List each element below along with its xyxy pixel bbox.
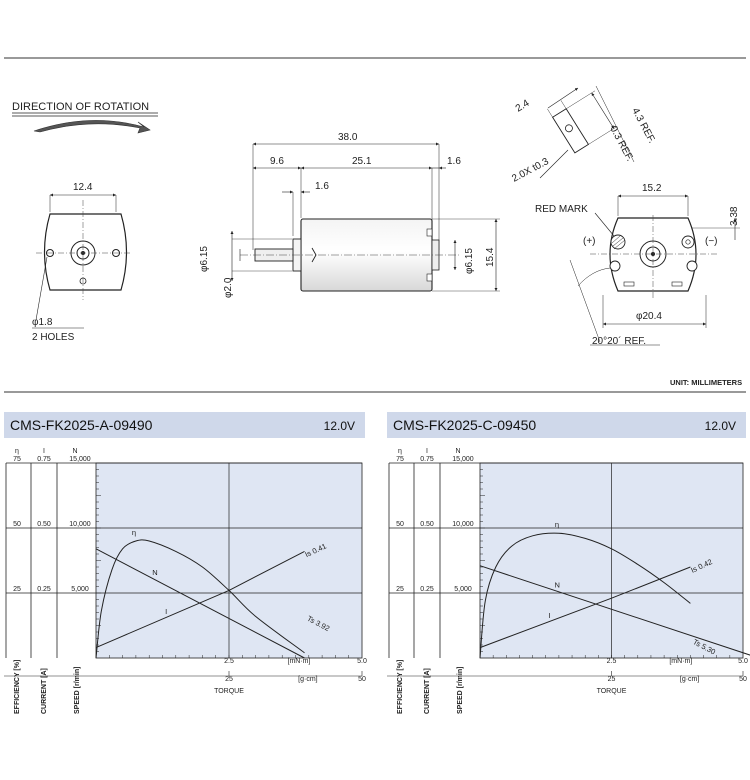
rotation-label: DIRECTION OF ROTATION — [12, 101, 149, 113]
axis-side-label: CURRENT [A] — [41, 668, 48, 714]
shaft-length-dim: 9.6 — [270, 156, 284, 167]
body-length-dim: 25.1 — [352, 156, 372, 167]
eff-tick: 50 — [396, 521, 404, 528]
terminal-thick-dim: 0.3 REF. — [607, 124, 635, 163]
chart-header — [387, 412, 746, 438]
torque-mnm-tick: 5.0 — [738, 658, 748, 665]
speed-tick: 15,000 — [452, 456, 474, 463]
chart-voltage: 12.0V — [324, 419, 355, 433]
front-view: 12.4 φ1.8 2 HOLES — [32, 182, 130, 343]
col-header: N — [72, 448, 77, 455]
holes-note: 2 HOLES — [32, 332, 75, 343]
col-header: I — [43, 448, 45, 455]
speed-tick: 15,000 — [69, 456, 91, 463]
torque-mnm-tick: 2.5 — [607, 658, 617, 665]
terminal-length-dim: 4.3 REF. — [629, 106, 657, 145]
torque-mnm-tick: 2.5 — [224, 658, 234, 665]
rear-boss-dia-dim: φ6.15 — [464, 248, 475, 274]
eff-tick: 75 — [13, 456, 21, 463]
minus-terminal-label: (−) — [705, 236, 718, 247]
col-header: η — [398, 448, 402, 455]
axis-side-label: EFFICIENCY [%] — [397, 660, 404, 714]
efficiency-curve — [95, 539, 305, 659]
eff-tick: 75 — [396, 456, 404, 463]
hole-dia-dim: φ1.8 — [32, 317, 53, 328]
speed-label: N — [152, 568, 157, 577]
current-tick: 0.50 — [420, 521, 434, 528]
plus-terminal-label: (+) — [583, 236, 596, 247]
speed-tick: 5,000 — [454, 586, 472, 593]
shaft-dia-dim: φ2.0 — [223, 277, 234, 298]
terminal-width-dim: 2.4 — [514, 98, 532, 115]
current-tick: 0.25 — [420, 586, 434, 593]
torque-label: TORQUE — [214, 688, 244, 695]
torque-gcm-tick: 50 — [358, 676, 366, 683]
torque-mnm-unit: [mN·m] — [288, 658, 311, 665]
angle-dim: 20°20´ REF. — [592, 335, 646, 347]
red-mark-label: RED MARK — [535, 204, 588, 215]
chart-model-title: CMS-FK2025-C-09450 — [393, 417, 536, 433]
current-label: I — [165, 607, 167, 616]
torque-gcm-tick: 50 — [739, 676, 747, 683]
current-tick: 0.75 — [420, 456, 434, 463]
chart-voltage: 12.0V — [705, 419, 736, 433]
unit-note: UNIT: MILLIMETERS — [670, 378, 742, 387]
speed-curve — [95, 548, 305, 659]
current-label: I — [548, 611, 550, 620]
axis-side-label: EFFICIENCY [%] — [14, 660, 21, 714]
current-curve — [479, 566, 691, 649]
rear-width-dim: 15.2 — [642, 183, 662, 194]
col-header: η — [15, 448, 19, 455]
eta-label: η — [132, 528, 136, 537]
chart-model-title: CMS-FK2025-A-09490 — [10, 417, 153, 433]
overall-length-dim: 38.0 — [338, 132, 358, 143]
eff-tick: 25 — [396, 586, 404, 593]
current-tick: 0.25 — [37, 586, 51, 593]
speed-curve — [479, 565, 750, 656]
boss-gap-dim: 1.6 — [315, 181, 329, 192]
speed-tick: 10,000 — [452, 521, 474, 528]
torque-gcm-unit: [g·cm] — [680, 676, 700, 683]
torque-gcm-tick: 25 — [608, 676, 616, 683]
boss-dia-dim: φ6.15 — [199, 246, 210, 272]
offset-dim: 3.38 — [729, 206, 740, 226]
efficiency-curve — [479, 532, 691, 659]
torque-gcm-tick: 25 — [225, 676, 233, 683]
torque-gcm-unit: [g·cm] — [298, 676, 318, 683]
speed-label: N — [554, 581, 559, 590]
terminal-hole-dim: 2.0X t0.3 — [510, 156, 551, 185]
front-width-dim: 12.4 — [73, 182, 93, 193]
rotation-indicator: DIRECTION OF ROTATION — [12, 101, 158, 134]
rear-dia-dim: φ20.4 — [636, 311, 662, 322]
body-dia-dim: 15.4 — [485, 247, 496, 267]
terminal-detail: 2.4 4.3 REF. 0.3 REF. 2.0X t0.3 — [510, 85, 657, 185]
side-view: 38.0 9.6 25.1 1.6 1.6 φ6.15 φ2.0 φ6.15 1… — [199, 132, 500, 298]
current-tick: 0.75 — [37, 456, 51, 463]
torque-mnm-unit: [mN·m] — [669, 658, 692, 665]
end-gap-dim: 1.6 — [447, 156, 461, 167]
speed-tick: 10,000 — [69, 521, 91, 528]
col-header: I — [426, 448, 428, 455]
col-header: N — [455, 448, 460, 455]
rotation-arrow-icon — [33, 120, 151, 134]
axis-side-label: SPEED [r/min] — [457, 667, 464, 714]
axis-side-label: CURRENT [A] — [424, 668, 431, 714]
eff-tick: 50 — [13, 521, 21, 528]
eff-tick: 25 — [13, 586, 21, 593]
torque-label: TORQUE — [597, 688, 627, 695]
eta-label: η — [555, 520, 559, 529]
torque-mnm-tick: 5.0 — [357, 658, 367, 665]
speed-tick: 5,000 — [71, 586, 89, 593]
current-tick: 0.50 — [37, 521, 51, 528]
rear-view: 15.2 RED MARK (+) (−) 3.38 φ20.4 20°20´ … — [535, 183, 742, 387]
axis-side-label: SPEED [r/min] — [74, 667, 81, 714]
chart-header — [4, 412, 365, 438]
